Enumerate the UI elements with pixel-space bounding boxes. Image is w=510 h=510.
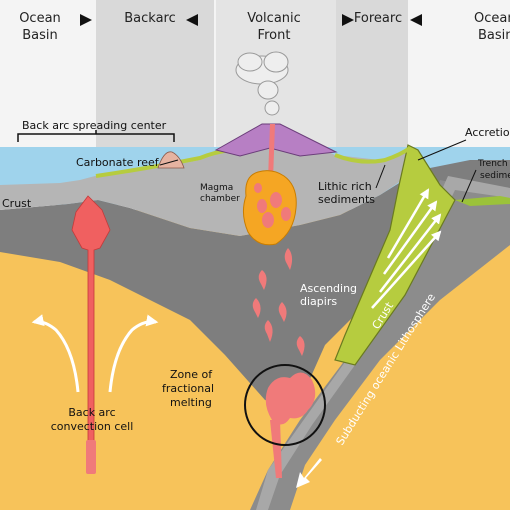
label-trench-sediments-line2: sedime bbox=[480, 171, 510, 181]
label-back-arc-convection-cell-line2: convection cell bbox=[51, 420, 134, 433]
header-ocean-basin-left: Ocean bbox=[19, 11, 61, 26]
volcano-edifice bbox=[214, 123, 338, 157]
label-carbonate-reef: Carbonate reef bbox=[76, 156, 160, 169]
reef-leader-line bbox=[159, 159, 179, 166]
forearc-sediment bbox=[334, 146, 412, 164]
direction-arrow-icon bbox=[342, 14, 354, 26]
spreading-center-magma bbox=[71, 195, 111, 471]
label-lithic-rich-sediments-line2: sediments bbox=[318, 193, 375, 206]
label-lithic-rich-sediments: Lithic rich bbox=[318, 180, 372, 193]
overriding-lithosphere bbox=[0, 160, 510, 410]
label-zone-fractional-melting: Zone of bbox=[170, 368, 213, 381]
accretion-leader-line bbox=[417, 139, 467, 161]
label-trench-sediments: Trench bbox=[477, 159, 508, 169]
flow-arrow-icon bbox=[108, 314, 159, 393]
label-zone-fractional-melting-line3: melting bbox=[170, 396, 212, 409]
forearc-column bbox=[336, 0, 408, 150]
label-back-arc-convection-cell: Back arc bbox=[68, 406, 115, 419]
flow-arrow-icon bbox=[371, 230, 442, 309]
melting-zone-fill bbox=[265, 372, 316, 425]
direction-arrow-icon bbox=[186, 14, 198, 26]
eruption-plume-icon bbox=[235, 51, 289, 116]
label-crust-left: Crust bbox=[2, 197, 32, 210]
subducting-slab bbox=[250, 180, 510, 510]
direction-arrow-icon bbox=[296, 458, 322, 488]
trench-leader-line bbox=[461, 169, 477, 203]
header-forearc: Forearc bbox=[354, 11, 402, 26]
melt-tail bbox=[270, 420, 282, 478]
label-zone-fractional-melting-line2: fractional bbox=[162, 382, 214, 395]
convection-root bbox=[86, 440, 96, 474]
header-ocean-basin-right-line2: Basin bbox=[478, 28, 510, 43]
volcanic-conduit bbox=[268, 124, 275, 180]
label-magma-chamber: Magma bbox=[200, 183, 233, 193]
backarc-sediment bbox=[95, 148, 231, 178]
header-backarc: Backarc bbox=[124, 11, 176, 26]
label-ascending-diapirs-line2: diapirs bbox=[300, 295, 337, 308]
sediment-leader-line bbox=[375, 164, 386, 189]
backarc-column bbox=[96, 0, 214, 150]
header-ocean-basin-left-line2: Basin bbox=[22, 28, 58, 43]
flow-arrow-icon bbox=[382, 200, 438, 275]
label-back-arc-spreading-center: Back arc spreading center bbox=[22, 119, 167, 132]
flow-arrow-icon bbox=[379, 213, 442, 293]
label-ascending-diapirs: Ascending bbox=[300, 282, 357, 295]
label-accretion: Accretion bbox=[465, 126, 510, 139]
header-volcanic-front: Volcanic bbox=[247, 11, 301, 26]
direction-arrow-icon bbox=[80, 14, 92, 26]
magma-droplets bbox=[254, 183, 291, 228]
ascending-diapirs bbox=[252, 248, 305, 356]
flow-arrow-icon bbox=[31, 314, 80, 393]
header-volcanic-front-line2: Front bbox=[258, 28, 291, 43]
melting-zone-circle bbox=[244, 364, 326, 446]
label-magma-chamber-line2: chamber bbox=[200, 194, 240, 204]
trench-sediments bbox=[455, 196, 510, 206]
header-ocean-basin-right: Ocean bbox=[474, 11, 510, 26]
flow-arrow-icon bbox=[386, 188, 430, 259]
direction-arrow-icon bbox=[410, 14, 422, 26]
accretionary-wedge bbox=[334, 144, 456, 366]
